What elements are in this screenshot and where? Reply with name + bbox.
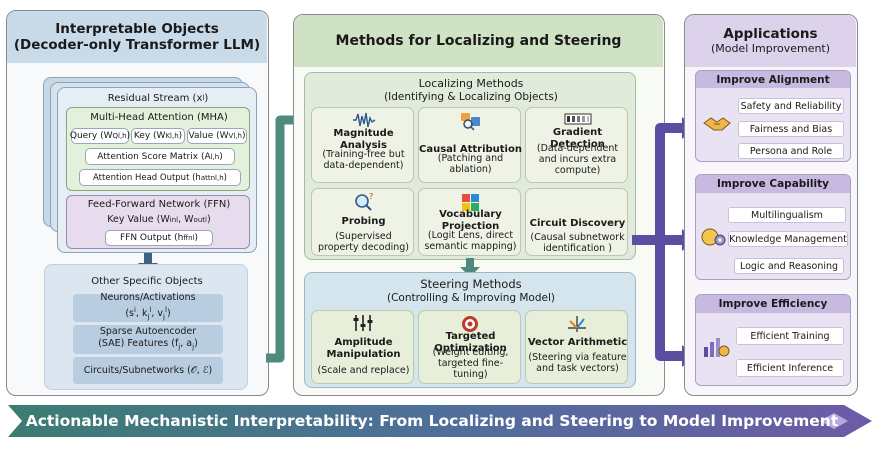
- middle-panel-title: Methods for Localizing and Steering: [335, 33, 622, 49]
- app-item-efficient-training: Efficient Training: [736, 327, 844, 345]
- target-gear-icon: [462, 316, 478, 332]
- group-improve-efficiency: Improve Efficiency Efficient Training Ef…: [695, 294, 851, 386]
- sae-features-box: Sparse Autoencoder (SAE) Features (fj, a…: [73, 325, 223, 354]
- other-objects-title: Other Specific Objects: [91, 275, 203, 287]
- method-desc-probing: (Supervised property decoding): [317, 231, 410, 253]
- network-search-icon: [461, 113, 480, 131]
- banner-arrow-shape: [8, 405, 872, 437]
- method-desc-magnitude: (Training-free but data-dependent): [322, 149, 405, 171]
- app-item-fairness: Fairness and Bias: [738, 121, 844, 137]
- right-panel-title: Applications: [723, 26, 818, 42]
- method-desc-circuit: (Causal subnetwork identification ): [530, 232, 625, 254]
- localizing-subtitle: (Identifying & Localizing Objects): [384, 90, 558, 103]
- method-card-circuit-discovery[interactable]: Circuit Discovery (Causal subnetwork ide…: [525, 188, 628, 256]
- method-name-probing: Probing: [341, 215, 386, 227]
- vector-axes-icon: [568, 316, 586, 332]
- localizing-title: Localizing Methods: [418, 77, 524, 90]
- left-panel-header: Interpretable Objects (Decoder-only Tran…: [7, 11, 267, 63]
- other-objects-block: Other Specific Objects Neurons/Activatio…: [44, 264, 248, 390]
- method-card-causal-attribution[interactable]: Causal Attribution (Patching and ablatio…: [418, 107, 522, 183]
- method-card-gradient-detection[interactable]: Gradient Detection (Data-dependent and i…: [525, 107, 628, 183]
- right-panel-subtitle: (Model Improvement): [710, 42, 831, 55]
- left-panel-title: Interpretable Objects: [55, 21, 219, 37]
- neurons-box: Neurons/Activations (si, kjl, vjl): [73, 292, 223, 322]
- magnifier-question-icon: ?: [355, 192, 373, 211]
- steering-name-amplitude: Amplitude Manipulation: [326, 337, 401, 360]
- group-title-capability: Improve Capability: [696, 175, 850, 193]
- group-improve-capability: Improve Capability Multilingualism Knowl…: [695, 174, 851, 280]
- right-panel-header: Applications (Model Improvement): [685, 15, 856, 67]
- middle-panel-header: Methods for Localizing and Steering: [294, 15, 663, 67]
- method-name-vocab: Vocabulary Projection: [439, 208, 502, 232]
- method-name-magnitude: Magnitude Analysis: [333, 127, 394, 151]
- method-desc-causal: (Patching and ablation): [437, 152, 504, 175]
- steering-name-vector: Vector Arithmetic: [527, 336, 628, 348]
- group-title-alignment: Improve Alignment: [696, 71, 850, 88]
- group-title-efficiency: Improve Efficiency: [696, 295, 850, 313]
- steering-name-targeted: Targeted Optimization: [434, 330, 507, 354]
- group-improve-alignment: Improve Alignment Safety and Reliability…: [695, 70, 851, 162]
- steering-desc-vector: (Steering via feature and task vectors): [528, 352, 627, 374]
- method-card-magnitude-analysis[interactable]: Magnitude Analysis (Training-free but da…: [311, 107, 414, 183]
- method-card-probing[interactable]: ? Probing (Supervised property decoding): [311, 188, 414, 256]
- steering-title: Steering Methods: [420, 277, 522, 291]
- equalizer-sliders-icon: [353, 315, 373, 331]
- steering-desc-amplitude: (Scale and replace): [317, 365, 410, 376]
- app-item-safety: Safety and Reliability: [738, 98, 844, 114]
- gradient-bars-icon: [564, 113, 592, 125]
- brain-gear-icon: [701, 228, 726, 246]
- method-card-vocabulary-projection[interactable]: Vocabulary Projection (Logit Lens, direc…: [418, 188, 521, 256]
- steering-card-amplitude[interactable]: Amplitude Manipulation (Scale and replac…: [311, 310, 414, 384]
- svg-text:?: ?: [369, 192, 373, 201]
- method-name-causal: Causal Attribution: [419, 143, 522, 155]
- app-item-multilingualism: Multilingualism: [728, 207, 846, 223]
- mha-title: Multi-Head Attention (MHA): [90, 111, 228, 123]
- method-desc-vocab: (Logit Lens, direct semantic mapping): [424, 230, 517, 252]
- app-item-persona: Persona and Role: [738, 143, 844, 159]
- steering-card-vector-arithmetic[interactable]: Vector Arithmetic (Steering via feature …: [525, 310, 628, 384]
- method-name-circuit: Circuit Discovery: [529, 217, 626, 229]
- circuits-box: Circuits/Subnetworks (𝒪, ℰ): [73, 357, 223, 384]
- steering-card-targeted-optimization[interactable]: Targeted Optimization (Weight editing, t…: [418, 310, 521, 384]
- left-panel-subtitle: (Decoder-only Transformer LLM): [13, 37, 261, 53]
- handshake-icon: [703, 117, 731, 131]
- steering-desc-targeted: (Weight editing, targeted fine-tuning): [432, 346, 509, 380]
- ffn-title: Feed-Forward Network (FFN): [87, 199, 231, 210]
- method-name-gradient: Gradient Detection: [550, 126, 605, 150]
- app-item-logic: Logic and Reasoning: [734, 258, 844, 274]
- projection-blocks-icon: [462, 194, 479, 211]
- app-item-efficient-inference: Efficient Inference: [736, 359, 844, 377]
- app-item-knowledge: Knowledge Management: [728, 231, 848, 247]
- banner-text: Actionable Mechanistic Interpretability:…: [25, 412, 839, 430]
- waveform-icon: [353, 112, 376, 128]
- method-desc-gradient: (Data-dependent and incurs extra compute…: [536, 142, 619, 176]
- efficiency-chart-icon: [704, 338, 730, 357]
- steering-subtitle: (Controlling & Improving Model): [387, 292, 555, 304]
